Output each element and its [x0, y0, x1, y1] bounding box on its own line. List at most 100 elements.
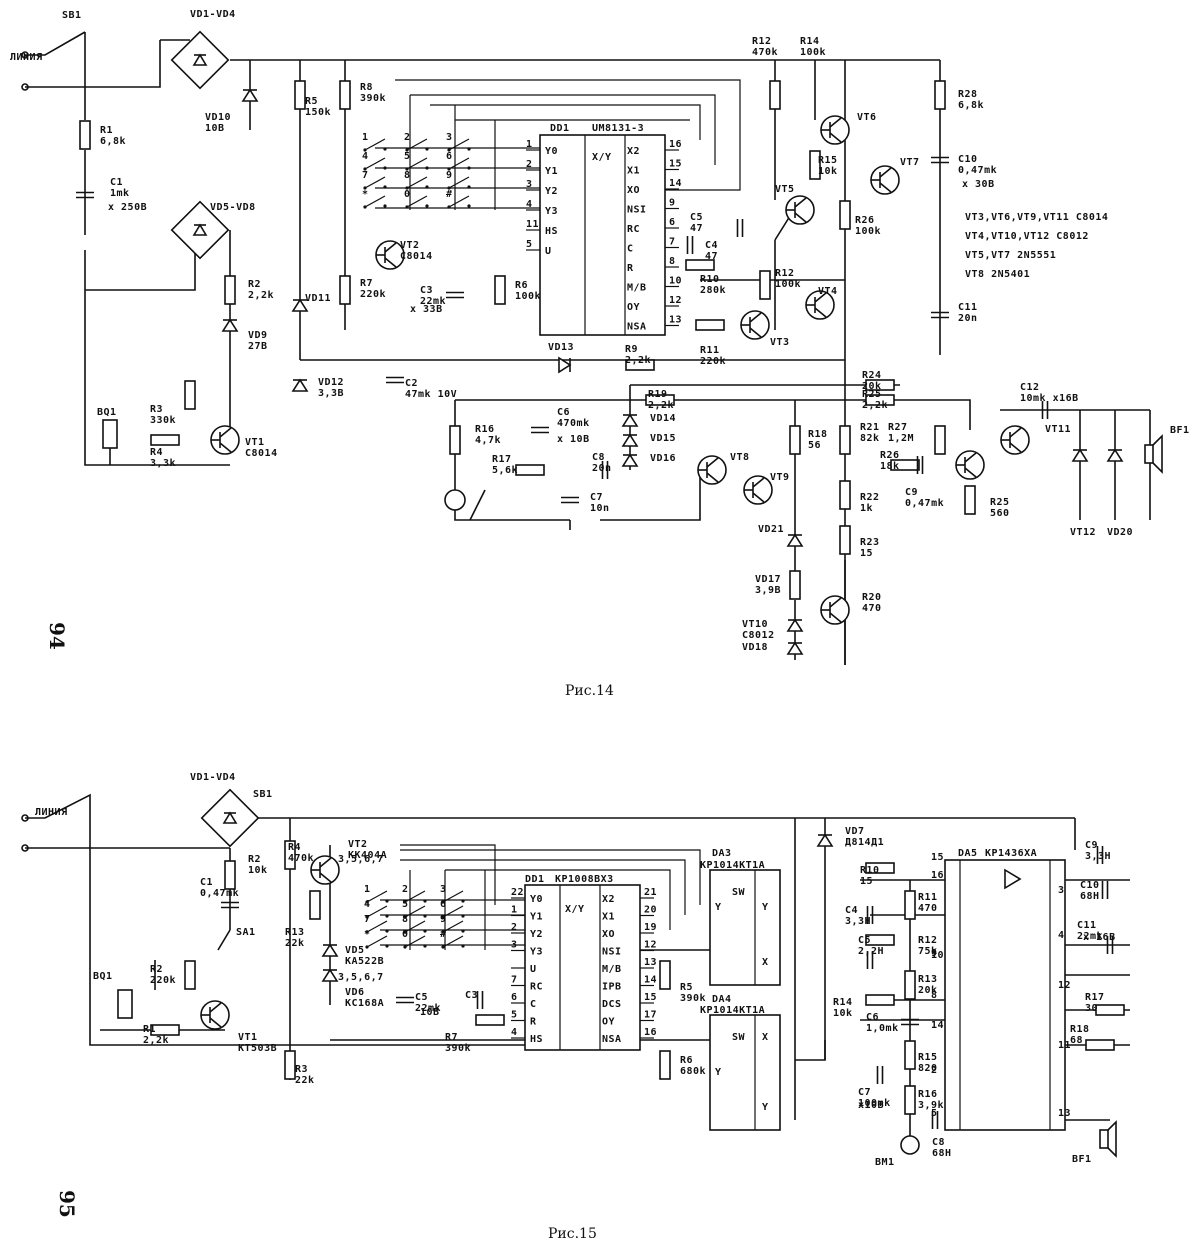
component-ref: C12: [1020, 382, 1040, 393]
component-value: C8014: [400, 251, 433, 262]
component-value: 3,3k: [150, 458, 176, 469]
component-value: KA522B: [345, 956, 384, 967]
component-ref: R5: [680, 982, 693, 993]
pin-signal: Y1: [530, 912, 543, 923]
component-value: 1k: [860, 503, 873, 514]
component-ref: R25: [990, 497, 1010, 508]
pin-number: 4: [526, 199, 533, 210]
component-value: 30: [1085, 1003, 1098, 1014]
component-value: 3,5,6,7: [338, 854, 384, 865]
component-ref: VT6: [857, 112, 877, 123]
component-ref: R13: [285, 927, 305, 938]
component-value: 470: [862, 603, 882, 614]
key-label: 4: [364, 899, 371, 910]
pin-signal: HS: [530, 1034, 543, 1045]
pin-number: 12: [669, 295, 682, 306]
component-ref: VT1: [245, 437, 265, 448]
pin-signal: R: [627, 263, 634, 274]
svg-text:Y: Y: [762, 902, 769, 913]
key-label: 7: [362, 170, 369, 181]
pin-signal: Y3: [530, 947, 543, 958]
component-ref: C5: [858, 935, 871, 946]
pin-signal: M/B: [602, 964, 622, 975]
component-ref: R12: [918, 935, 938, 946]
pin-signal: HS: [545, 226, 558, 237]
da5-pin-number: 4: [1058, 930, 1065, 941]
key-label: 1: [364, 884, 371, 895]
da3-name: DA3: [712, 848, 732, 859]
da4-type: KP1014KT1A: [700, 1005, 765, 1016]
component-ref: VD21: [758, 524, 784, 535]
key-label: 2: [404, 132, 411, 143]
component-ref: R10: [700, 274, 720, 285]
pin-signal: R: [530, 1017, 537, 1028]
transistor-note: VT4,VT10,VT12 C8012: [965, 231, 1089, 242]
component-value: 680k: [680, 1066, 706, 1077]
component-ref: SA1: [236, 927, 256, 938]
key-label: 9: [446, 170, 453, 181]
component-value: 1,2M: [888, 433, 914, 444]
component-ref: R12: [752, 36, 772, 47]
dd1-type: UM8131-3: [592, 123, 644, 134]
component-value: 22k: [285, 938, 305, 949]
pin-number: 15: [644, 992, 657, 1003]
da4-name: DA4: [712, 994, 732, 1005]
component-value: 18k: [880, 461, 900, 472]
component-value: 1,0mk: [866, 1023, 899, 1034]
component-value: 47: [705, 251, 718, 262]
component-ref: VD10: [205, 112, 231, 123]
line-label-14: ЛИНИЯ: [10, 52, 43, 63]
component-ref: C7: [590, 492, 603, 503]
dd1-15-type: KP1008BX3: [555, 874, 614, 885]
svg-text:SW: SW: [732, 1032, 746, 1043]
component-ref: VT1: [238, 1032, 258, 1043]
component-value: 15: [860, 876, 873, 887]
component-ref: SB1: [253, 789, 273, 800]
component-ref: VD20: [1107, 527, 1133, 538]
component-ref: R28: [958, 89, 978, 100]
component-ref: R5: [305, 96, 318, 107]
pin-signal: U: [530, 964, 537, 975]
pin-number: 21: [644, 887, 657, 898]
component-ref: C8: [932, 1137, 945, 1148]
component-value: 100k: [800, 47, 826, 58]
component-value: 3,5,6,7: [338, 972, 384, 983]
pin-number: 8: [669, 256, 676, 267]
component-ref: C11: [1077, 920, 1097, 931]
component-ref: C2: [405, 378, 418, 389]
component-value: 15: [860, 548, 873, 559]
component-ref: VD16: [650, 453, 676, 464]
component-ref: VD1-VD4: [190, 9, 236, 20]
component-ref: R22: [860, 492, 880, 503]
da5-pin-number: 8: [931, 990, 938, 1001]
component-ref: C6: [866, 1012, 879, 1023]
component-ref: VT4: [818, 286, 838, 297]
component-ref: VT10: [742, 619, 768, 630]
component-ref: VD12: [318, 377, 344, 388]
pin-number: 3: [526, 179, 533, 190]
pin-signal: RC: [627, 224, 640, 235]
key-label: 5: [402, 899, 409, 910]
component-ref: VT2: [348, 839, 368, 850]
component-ref: VD9: [248, 330, 268, 341]
dd1-name: DD1: [550, 123, 570, 134]
component-value: 56: [808, 440, 821, 451]
component-value: 0,47mk: [200, 888, 239, 899]
component-ref: R14: [833, 997, 853, 1008]
component-value: 10B: [205, 123, 225, 134]
da5-chip: [945, 860, 1065, 1130]
pin-signal: X1: [627, 166, 640, 177]
component-value: 220k: [700, 356, 726, 367]
component-ref: R9: [625, 344, 638, 355]
pin-number: 16: [669, 139, 682, 150]
pin-number: 22: [511, 887, 524, 898]
pin-number: 9: [669, 198, 676, 209]
component-value: 68: [1070, 1035, 1083, 1046]
component-ref: VT3: [770, 337, 790, 348]
component-ref: VD17: [755, 574, 781, 585]
svg-text:Y: Y: [715, 1067, 722, 1078]
da5-type: KP1436XA: [985, 848, 1037, 859]
pin-signal: X1: [602, 912, 615, 923]
component-ref: VT9: [770, 472, 790, 483]
component-value: 68H: [932, 1148, 952, 1159]
